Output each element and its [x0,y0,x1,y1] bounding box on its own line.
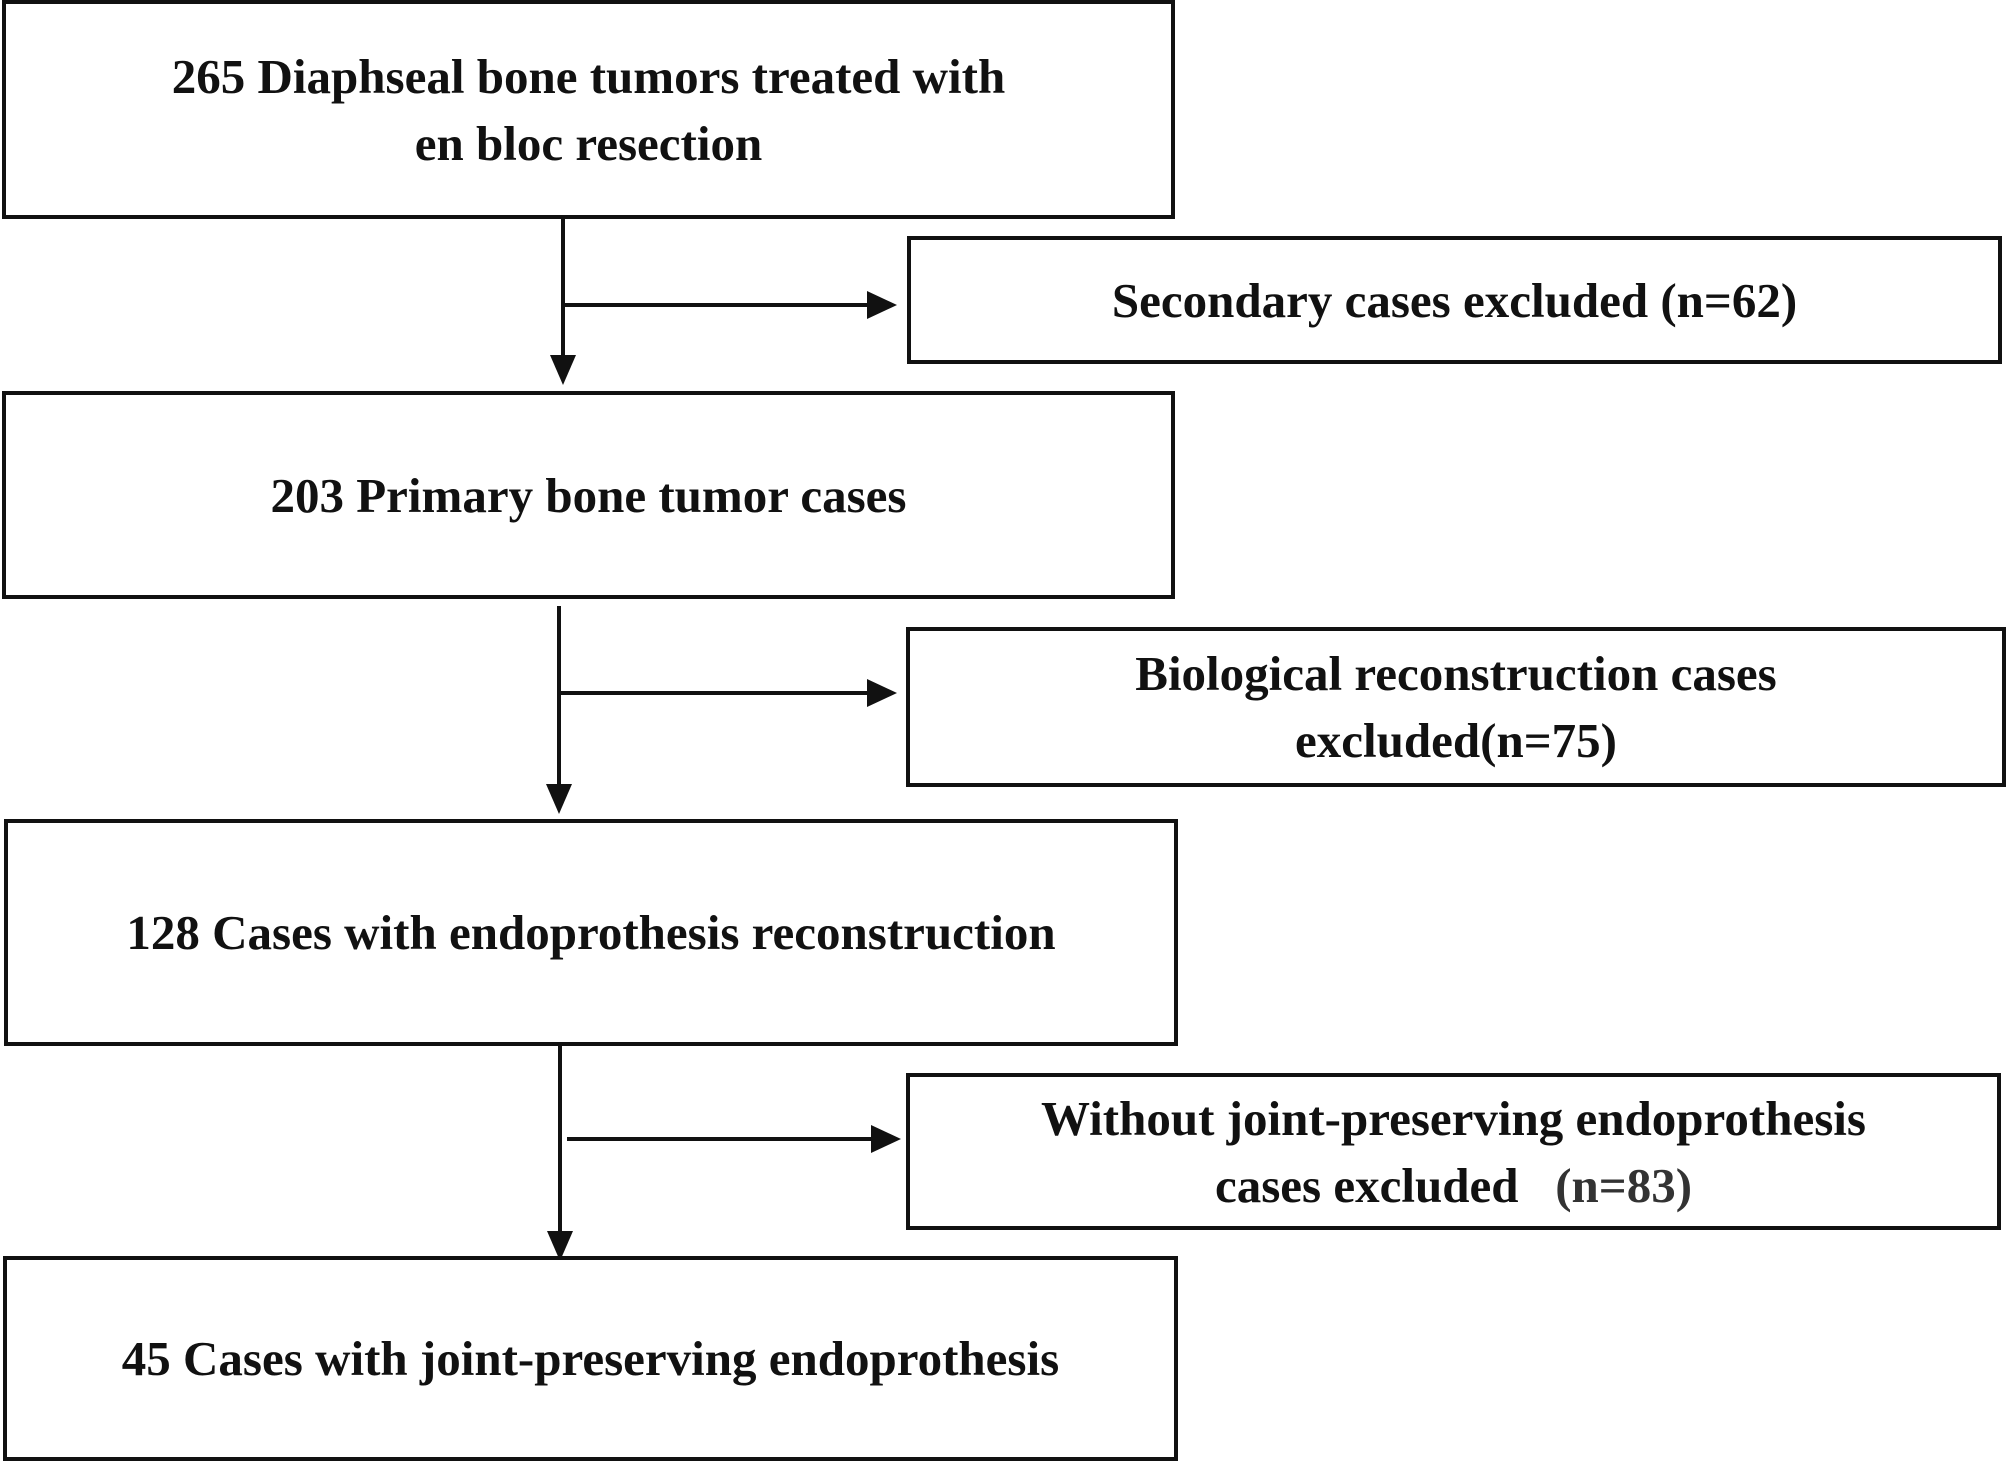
exclusion-3-line-2: cases excluded (n=83) [1041,1152,1866,1219]
main-arrow-3 [547,1046,573,1261]
exclusion-arrow-3 [567,1125,901,1153]
main-arrow-1 [550,217,576,385]
step-1-line-2: en bloc resection [414,115,763,171]
step-3-line-1: 128 Cases with endoprothesis reconstruct… [126,905,1056,960]
exclusion-3-label: cases excluded [1214,1157,1543,1213]
step-box-primary-cases: 203 Primary bone tumor cases [2,391,1175,599]
exclusion-arrow-1 [563,291,897,319]
main-arrow-2 [546,606,572,814]
step-box-final-cohort: 45 Cases with joint-preserving endoproth… [3,1256,1178,1461]
step-2-line-1: 203 Primary bone tumor cases [270,467,907,523]
step-1-line-1: 265 Diaphseal bone tumors treated with [171,48,1006,104]
exclusion-2-line-2: excluded(n=75) [1295,713,1617,768]
step-4-line-1: 45 Cases with joint-preserving endoproth… [121,1331,1060,1386]
exclusion-box-non-joint-preserving: Without joint-preserving endoprothesis c… [906,1073,2001,1230]
exclusion-box-secondary: Secondary cases excluded (n=62) [907,236,2002,364]
exclusion-1-line-1: Secondary cases excluded (n=62) [1111,272,1798,328]
exclusion-3-line-1: Without joint-preserving endoprothesis [1041,1090,1866,1146]
exclusion-box-biological: Biological reconstruction cases excluded… [906,627,2006,787]
exclusion-2-line-1: Biological reconstruction cases [1135,646,1777,701]
step-box-initial-cohort: 265 Diaphseal bone tumors treated with e… [2,0,1175,219]
exclusion-arrow-2 [559,679,897,707]
exclusion-3-count: (n=83) [1555,1157,1693,1213]
step-box-endoprothesis-cases: 128 Cases with endoprothesis reconstruct… [4,819,1178,1046]
